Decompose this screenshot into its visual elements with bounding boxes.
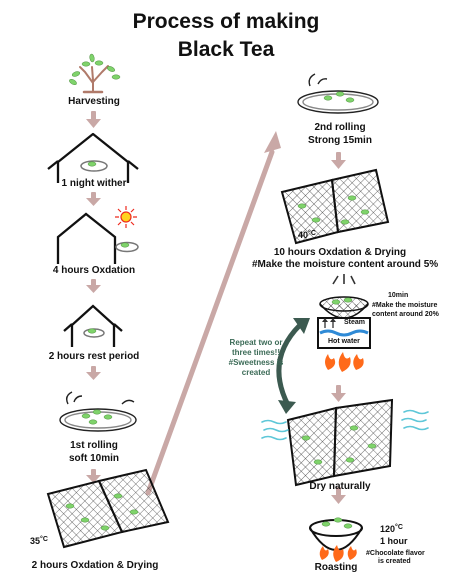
arrow-steam-dry: [331, 385, 346, 402]
label-wither: 1 night wither: [61, 178, 127, 189]
steam-label: Steam: [344, 319, 366, 326]
drying-rack-2: [280, 168, 390, 245]
tray-wither: [80, 160, 108, 172]
steam-pot-icon: [317, 274, 371, 349]
label-rolling1-b: soft 10min: [68, 453, 119, 464]
rolling-leaves-2: [323, 91, 355, 103]
repeat-note: Repeat two or three times!! #Sweetness i…: [228, 338, 284, 377]
label-oxdation-2h: 2 hours Oxdation & Drying: [31, 560, 159, 571]
label-roasting: Roasting: [314, 562, 358, 573]
steam-note-2: content around 20%: [372, 311, 439, 318]
house-icon-oxdation: [56, 212, 117, 264]
tray-oxdation: [115, 241, 139, 253]
steam-time: 10min: [388, 292, 409, 299]
arrow-dry-roast: [331, 487, 346, 504]
title-line-2: Black Tea: [177, 38, 275, 61]
label-rolling2-b: Strong 15min: [308, 135, 372, 146]
arrow-rolling-dry1: [86, 469, 101, 483]
label-dry-naturally: Dry naturally: [309, 481, 371, 492]
label-oxdation-4h: 4 hours Oxdation: [52, 265, 136, 276]
temp-120: 120°C: [380, 524, 403, 534]
sun-icon: [115, 206, 137, 228]
arrow-harvest-wither: [86, 111, 101, 128]
hotwater-label: Hot water: [328, 338, 360, 345]
arrow-rolling2-dry10: [331, 152, 346, 169]
temp-35: 35°C: [30, 536, 48, 546]
drying-rack-3: [286, 398, 394, 487]
arrow-wither-oxdation: [86, 192, 101, 206]
choco-note-2: is created: [378, 558, 411, 565]
arrow-rest-rolling: [86, 366, 101, 380]
tray-rest: [83, 328, 105, 338]
roast-time: 1 hour: [380, 536, 408, 546]
house-icon-rest: [63, 304, 123, 347]
choco-note-1: #Chocolate flavor: [366, 550, 425, 557]
steam-note-1: #Make the moisture: [372, 302, 438, 309]
drying-rack-1: [46, 468, 170, 549]
roasting-pan-icon: [309, 517, 363, 562]
label-harvesting: Harvesting: [68, 96, 120, 107]
fire-icon-steam: [325, 352, 364, 372]
label-moisture-5: #Make the moisture content around 5%: [252, 259, 439, 270]
big-diagonal-arrow: [145, 131, 281, 496]
label-rolling2-a: 2nd rolling: [314, 122, 366, 133]
repeat-double-arrow: [276, 318, 310, 414]
title-line-1: Process of making: [132, 10, 320, 33]
arrow-oxdation-rest: [86, 279, 101, 293]
flow-arrows-left: [86, 111, 101, 483]
flow-arrows-right: [331, 152, 346, 504]
tea-tree-icon: [79, 65, 109, 94]
wind-lines-icon: [261, 409, 429, 441]
temp-40: 40°C: [298, 230, 316, 240]
label-rest: 2 hours rest period: [48, 351, 140, 362]
house-icon-wither: [47, 132, 139, 183]
label-oxdation-10h: 10 hours Oxdation & Drying: [273, 247, 407, 258]
label-rolling1-a: 1st rolling: [70, 440, 118, 451]
